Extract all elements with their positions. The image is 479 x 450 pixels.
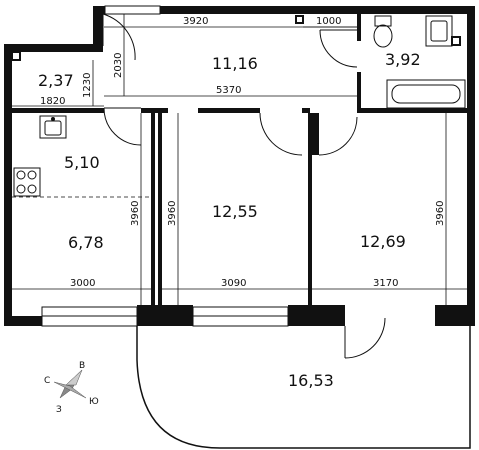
area-balcony: 16,53	[288, 371, 334, 390]
compass-east-label: Ю	[89, 397, 99, 407]
balcony-door-swing	[344, 317, 386, 359]
interior-walls	[12, 14, 467, 305]
area-room-middle: 12,55	[212, 202, 258, 221]
compass-west-label: С	[44, 376, 50, 386]
dim-kitchen-height: 3960	[130, 201, 141, 226]
dim-middle-width: 3090	[221, 278, 246, 289]
compass-north-label: В	[79, 361, 85, 371]
dim-wc-height: 1230	[82, 73, 93, 98]
area-hall: 11,16	[212, 54, 258, 73]
area-wc: 2,37	[38, 71, 74, 90]
dim-middle-height: 3960	[167, 201, 178, 226]
vent-shafts	[11, 15, 461, 61]
dim-kitchen-width: 3000	[70, 278, 95, 289]
kitchen-sink	[39, 115, 67, 139]
toilet	[373, 15, 393, 48]
dimension-lines	[12, 14, 467, 305]
stove	[13, 167, 41, 197]
dim-wc-width: 1820	[40, 96, 65, 107]
compass-south-label: З	[56, 405, 62, 415]
outer-walls	[4, 6, 475, 326]
doors	[102, 13, 358, 156]
windows	[41, 5, 289, 327]
dim-hall-height: 2030	[113, 53, 124, 78]
balcony-outline	[136, 326, 471, 449]
compass-rose: В С З Ю	[44, 361, 99, 415]
area-bathroom: 3,92	[385, 50, 421, 69]
bath-sink	[425, 15, 453, 47]
area-kitchen-small: 5,10	[64, 153, 100, 172]
area-room-right: 12,69	[360, 232, 406, 251]
bathtub	[386, 79, 466, 109]
area-kitchen-large: 6,78	[68, 233, 104, 252]
dim-right-height: 3960	[435, 201, 446, 226]
dim-bath-width: 1000	[316, 16, 341, 27]
dim-hall-width: 3920	[183, 16, 208, 27]
dim-right-width: 3170	[373, 278, 398, 289]
dim-corridor-width: 5370	[216, 85, 241, 96]
